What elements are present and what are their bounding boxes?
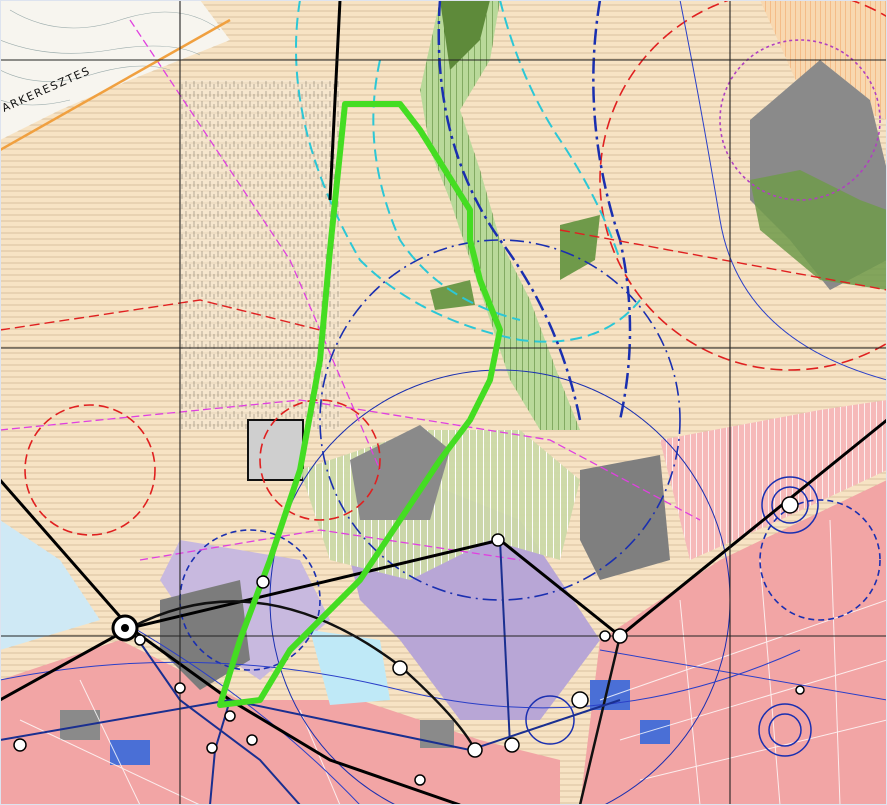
- forest-patch-1: [440, 0, 490, 70]
- blue-block-1: [110, 740, 150, 765]
- gray-industrial-east: [580, 455, 670, 580]
- red-dashed-lines: [0, 229, 887, 331]
- pink-hatched-zone: [660, 400, 887, 560]
- gray-block-1: [60, 710, 100, 740]
- roundabout: [111, 614, 146, 646]
- orange-road: [0, 18, 231, 152]
- blue-block-3: [640, 720, 670, 744]
- forest-patch-3: [430, 280, 475, 310]
- gray-industrial-mid: [350, 425, 450, 520]
- development-boundary[interactable]: [217, 101, 503, 708]
- forest-patch-2: [560, 215, 600, 280]
- secondary-roads: [0, 539, 621, 805]
- purple-zone-west: [160, 540, 330, 680]
- contour-area: [0, 0, 230, 140]
- cyan-zone: [310, 630, 390, 705]
- water-area: [0, 520, 100, 650]
- forest-strip: [420, 0, 580, 430]
- dotted-zone: [180, 80, 340, 430]
- junction-nodes: [13, 496, 805, 786]
- northeast-forest-zone: [750, 170, 887, 290]
- blue-dashed-corridor: [437, 0, 632, 421]
- city-street-grid: [19, 519, 887, 805]
- gray-building-block: [247, 419, 304, 481]
- cyan-dashed-lines: [295, 0, 641, 343]
- ring-road: [129, 600, 622, 805]
